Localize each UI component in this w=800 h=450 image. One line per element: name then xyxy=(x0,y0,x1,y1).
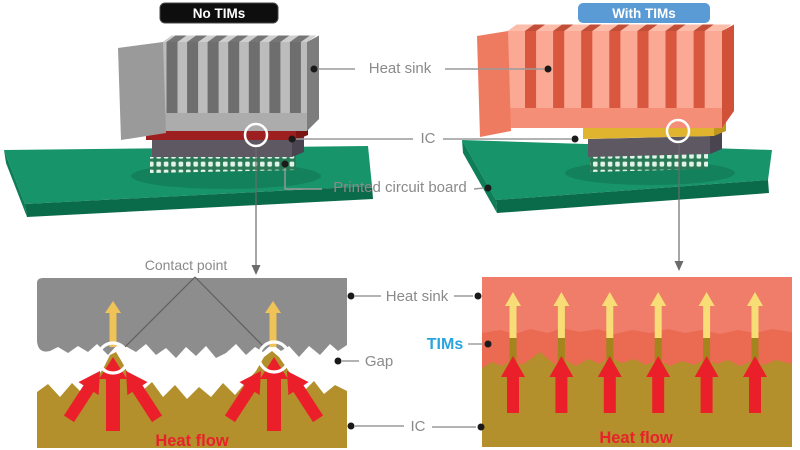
contact-point-circle xyxy=(96,341,130,375)
badge-label: No TIMs xyxy=(193,6,246,21)
pcb-side-face xyxy=(4,150,27,217)
heat-sink-base-front xyxy=(508,108,722,128)
detail-panel-no-tims: Contact point Heat flow xyxy=(37,257,347,450)
connector-dot xyxy=(477,423,485,431)
callout-gap: Gap xyxy=(334,353,393,370)
callout-heat-sink: Heat sink xyxy=(310,60,552,77)
tim-layer-front xyxy=(583,125,714,139)
arrowhead-down-icon xyxy=(251,265,261,275)
ic-label: IC xyxy=(411,418,426,435)
connector-dot xyxy=(281,160,289,168)
magnify-circle-right xyxy=(665,118,691,144)
magnify-circle-left xyxy=(243,122,269,148)
pcb-side-face xyxy=(462,140,497,213)
bare-interface-layer-front xyxy=(146,131,296,140)
heat-sink-right-face xyxy=(307,35,319,131)
left-heat-sink-3d xyxy=(118,35,319,140)
no-tims-badge: No TIMs xyxy=(159,2,279,24)
callout-heat-sink-detail: Heat sink xyxy=(347,288,482,305)
tims-label: TIMs xyxy=(427,336,464,353)
connector-dot xyxy=(347,292,355,300)
callout-ic-detail: IC xyxy=(347,418,485,435)
heat-sink-back-strip xyxy=(508,24,731,31)
connector-dot xyxy=(347,422,355,430)
heat-sink-fin-gaps xyxy=(166,42,301,113)
contact-line-left xyxy=(124,276,196,348)
connector-line xyxy=(473,187,485,190)
heat-sink-left-face xyxy=(477,31,511,137)
connector-dot xyxy=(334,357,342,365)
contact-point-circle xyxy=(257,340,291,374)
detail-panel-with-tims: Heat flow xyxy=(482,277,792,447)
contact-line-right xyxy=(194,276,265,348)
heat-sink-region xyxy=(37,278,347,358)
badge-label: With TIMs xyxy=(612,6,676,21)
contact-point-label: Contact point xyxy=(145,257,228,273)
heat-sink-right-face xyxy=(722,24,734,128)
connector-dot xyxy=(474,292,482,300)
badge-background xyxy=(159,2,279,24)
connector-dot xyxy=(544,65,552,73)
connector-elbow-line xyxy=(284,168,322,190)
connector-dot xyxy=(484,184,492,192)
heat-sink-fin-tops xyxy=(163,35,316,42)
gap-label: Gap xyxy=(365,353,393,370)
heat-flow-label: Heat flow xyxy=(599,429,673,447)
callout-pcb: Printed circuit board xyxy=(281,160,492,196)
magnify-arrow-left xyxy=(251,147,261,275)
arrowhead-down-icon xyxy=(674,261,684,271)
with-tims-badge: With TIMs xyxy=(578,3,710,23)
connector-dot xyxy=(288,135,296,143)
solder-balls xyxy=(150,154,296,173)
pcb-front-face xyxy=(25,186,373,217)
right-heat-sink-3d xyxy=(477,24,734,137)
badge-background xyxy=(578,3,710,23)
connector-dot xyxy=(484,340,492,348)
no-tims-assembly xyxy=(118,35,319,173)
heat-sink-left-face xyxy=(118,42,166,140)
ic-block-front xyxy=(588,136,710,157)
pcb-front-face xyxy=(496,180,769,213)
callout-ic: IC xyxy=(288,130,579,147)
ic-block-front xyxy=(152,140,292,157)
ic-block-side xyxy=(710,131,722,154)
connector-dot xyxy=(310,65,318,73)
callout-tims: TIMs xyxy=(427,336,492,353)
heat-sink-label: Heat sink xyxy=(386,288,449,305)
heat-sink-fin-tops xyxy=(508,24,731,31)
magnify-arrow-right xyxy=(674,143,684,271)
heat-sink-label: Heat sink xyxy=(369,60,432,77)
connector-dot xyxy=(571,135,579,143)
pcb-label: Printed circuit board xyxy=(333,179,466,196)
ic-label: IC xyxy=(421,130,436,147)
with-tims-assembly xyxy=(477,24,734,172)
heat-flow-label: Heat flow xyxy=(155,432,229,450)
heat-sink-base-front xyxy=(163,113,307,131)
